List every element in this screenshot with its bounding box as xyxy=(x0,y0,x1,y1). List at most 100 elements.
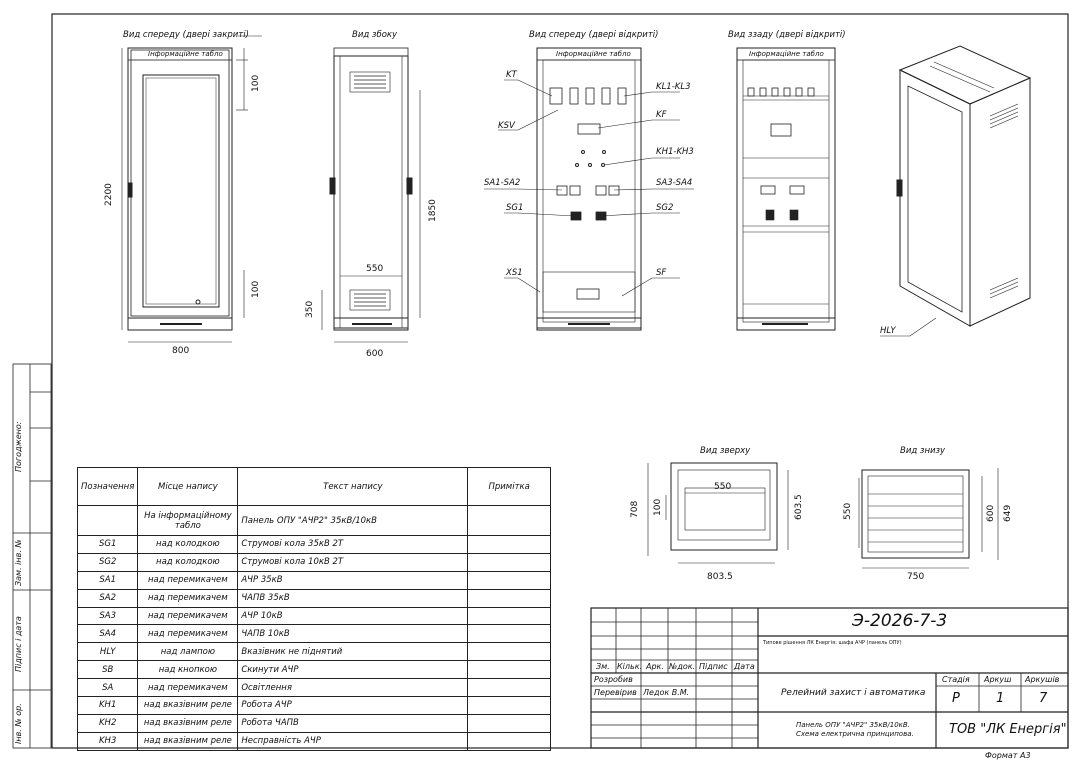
cell-designation: SA2 xyxy=(76,588,139,608)
company-name: ТОВ "ЛК Енергія" xyxy=(949,722,1067,737)
cell-note xyxy=(467,588,551,608)
front-open-view xyxy=(484,47,694,331)
view-title-top: Вид зверху xyxy=(700,446,751,456)
doc-title-2: Схема електрична принципова. xyxy=(796,730,914,738)
info-board-label-1: Інформаційне табло xyxy=(148,50,223,58)
side-signature-date: Підпис і дата xyxy=(14,616,23,672)
callout-sg2: SG2 xyxy=(656,203,674,213)
cell-place: над вказівним реле xyxy=(137,731,239,751)
cell-text: Робота АЧР xyxy=(237,696,469,715)
side-band xyxy=(12,363,52,749)
rear-open-view xyxy=(736,47,836,331)
legend-header-text: Текст напису xyxy=(237,467,469,506)
cell-note xyxy=(467,731,551,751)
dim-2200: 2200 xyxy=(104,183,114,206)
callout-sg1: SG1 xyxy=(506,203,524,213)
top-view xyxy=(647,462,789,564)
cell-note xyxy=(467,624,551,644)
dim-550: 550 xyxy=(366,264,384,274)
col-sheet: Арк. xyxy=(646,662,664,671)
cell-text: Освітлення xyxy=(237,678,469,698)
sheets-label: Аркушів xyxy=(1025,675,1060,684)
cell-note xyxy=(467,660,551,680)
view-title-bottom: Вид знизу xyxy=(900,446,946,456)
cell-note xyxy=(467,552,551,572)
cell-note xyxy=(467,696,551,715)
cell-place: над колодкою xyxy=(137,552,239,572)
cell-place: над колодкою xyxy=(137,535,239,554)
cell-designation: SA4 xyxy=(76,624,139,644)
format-label: Формат А3 xyxy=(985,751,1031,760)
sheet-frame xyxy=(51,13,1069,749)
legend-header-place: Місце напису xyxy=(137,467,239,506)
col-qty: Кільк. xyxy=(617,662,643,671)
checked-label: Перевірив xyxy=(594,688,637,697)
dim-bottom-100: 100 xyxy=(251,280,261,298)
callout-xs1: XS1 xyxy=(506,268,523,278)
doc-title-1: Панель ОПУ "АЧР2" 35кВ/10кВ. xyxy=(796,721,910,729)
callout-sa12: SA1-SA2 xyxy=(484,178,521,188)
col-zm: Зм. xyxy=(596,662,610,671)
cell-text: Панель ОПУ "АЧР2" 35кВ/10кВ xyxy=(237,505,469,536)
cell-place: над перемикачем xyxy=(137,606,239,626)
cell-text: Струмові кола 35кВ 2Т xyxy=(237,535,469,554)
cell-note xyxy=(467,570,551,590)
bottom-view xyxy=(858,468,999,569)
callout-hly: HLY xyxy=(880,326,896,336)
cell-designation: KH3 xyxy=(76,731,139,751)
callout-kl: KL1-KL3 xyxy=(656,82,691,92)
sheet-label: Аркуш xyxy=(984,675,1012,684)
dim-800: 800 xyxy=(172,346,190,356)
doc-subtitle: Типове рішення ЛК Енергія: шафа АЧР (пан… xyxy=(763,640,902,646)
cell-place: над перемикачем xyxy=(137,624,239,644)
cell-place: над вказівним реле xyxy=(137,696,239,715)
cell-text: ЧАПВ 35кВ xyxy=(237,588,469,608)
sheets-value: 7 xyxy=(1039,691,1048,706)
side-inv-no: Інв. № ор. xyxy=(14,703,23,744)
isometric-view xyxy=(880,45,1032,337)
info-board-label-2: Інформаційне табло xyxy=(556,50,631,58)
dim-1850: 1850 xyxy=(428,199,438,222)
dim-bot550: 550 xyxy=(843,502,853,520)
cell-designation: SG1 xyxy=(76,535,139,554)
cell-text: Несправність АЧР xyxy=(237,731,469,751)
side-replaced: Зам. інв. № xyxy=(14,539,23,586)
dim-bot600: 600 xyxy=(986,504,996,522)
dim-350: 350 xyxy=(305,300,315,318)
callout-sa34: SA3-SA4 xyxy=(656,178,693,188)
cell-place: над перемикачем xyxy=(137,570,239,590)
cell-note xyxy=(467,713,551,733)
cell-designation: KH1 xyxy=(76,696,139,715)
cell-designation: SG2 xyxy=(76,552,139,572)
callout-kt: KT xyxy=(506,70,517,80)
callout-ksv: KSV xyxy=(498,121,515,131)
developed-label: Розробив xyxy=(594,675,633,684)
cell-designation: HLY xyxy=(76,642,139,662)
view-title-side: Вид збоку xyxy=(352,30,398,40)
cell-text: АЧР 35кВ xyxy=(237,570,469,590)
view-title-rear-open: Вид ззаду (двері відкриті) xyxy=(728,30,846,40)
col-doc: №док. xyxy=(669,662,696,671)
cell-place: над вказівним реле xyxy=(137,713,239,733)
col-sign: Підпис xyxy=(699,662,728,671)
cell-text: Вказівник не піднятий xyxy=(237,642,469,662)
info-board-label-3: Інформаційне табло xyxy=(749,50,824,58)
view-title-front-open: Вид спереду (двері відкриті) xyxy=(529,30,659,40)
callout-kh: KH1-KH3 xyxy=(656,147,694,157)
dim-603-5: 603.5 xyxy=(794,494,804,520)
cell-place: На інформаційному табло xyxy=(137,505,239,536)
cell-place: над кнопкою xyxy=(137,660,239,680)
cell-place: над перемикачем xyxy=(137,588,239,608)
checker-name: Ледок В.М. xyxy=(643,688,690,697)
